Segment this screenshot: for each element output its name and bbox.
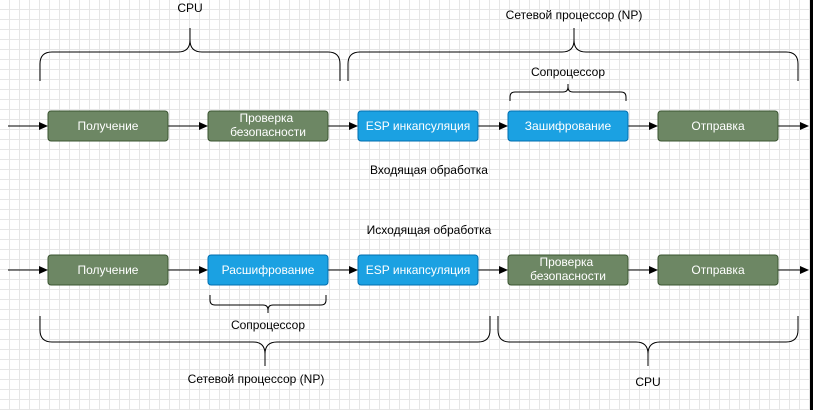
svg-text:Проверка безопасности: Проверка безопасности: [230, 111, 306, 139]
step-label: Получение: [78, 263, 139, 277]
step-box: [507, 254, 629, 286]
np-label-top: Сетевой процессор (NP): [506, 8, 643, 22]
step-label: ESP инкапсуляция: [366, 263, 470, 277]
step-label-line-1: Проверка: [239, 111, 293, 125]
step-bottom-esp-encapsulation: ESP инкапсуляция: [357, 254, 479, 286]
coprocessor-brace-top: [509, 84, 627, 101]
step-label: Расшифрование: [222, 263, 315, 277]
step-box: [47, 254, 169, 286]
outgoing-row: Исходящая обработка Получение Расшифрова…: [8, 223, 809, 389]
canvas-edge: [810, 0, 813, 410]
cpu-brace-top: [39, 28, 341, 81]
step-bottom-security-check: Проверка безопасности: [507, 254, 629, 286]
step-box: [207, 254, 329, 286]
step-label-line-1: Проверка: [539, 255, 593, 269]
coprocessor-brace-bottom: [209, 295, 327, 313]
step-label: Отправка: [691, 119, 745, 133]
np-brace-bottom: [39, 316, 491, 366]
np-label-bottom: Сетевой процессор (NP): [188, 372, 325, 386]
step-label: Получение: [78, 119, 139, 133]
step-box: [47, 110, 169, 142]
step-top-security-check: Проверка безопасности: [207, 110, 329, 142]
step-top-esp-encapsulation: ESP инкапсуляция: [357, 110, 479, 142]
step-top-send: Отправка: [657, 110, 779, 142]
step-box: [357, 254, 479, 286]
step-label: Отправка: [691, 263, 745, 277]
svg-text:Проверка безопасности: Проверка безопасности: [530, 255, 606, 283]
step-bottom-send: Отправка: [657, 254, 779, 286]
step-box: [207, 110, 329, 142]
step-bottom-receive: Получение: [47, 254, 169, 286]
step-box: [507, 110, 629, 142]
incoming-caption: Входящая обработка: [370, 163, 488, 177]
step-label-line-2: безопасности: [230, 125, 306, 139]
coprocessor-label-bottom: Сопроцессор: [231, 318, 305, 332]
cpu-brace-bottom: [497, 316, 799, 366]
step-box: [357, 110, 479, 142]
step-label-line-2: безопасности: [530, 269, 606, 283]
incoming-row: CPU Сетевой процессор (NP) Сопроцессор П…: [8, 1, 809, 177]
step-top-encryption: Зашифрование: [507, 110, 629, 142]
cpu-label-bottom: CPU: [635, 375, 660, 389]
step-top-receive: Получение: [47, 110, 169, 142]
step-box: [657, 110, 779, 142]
step-label: ESP инкапсуляция: [366, 119, 470, 133]
np-brace-top: [347, 28, 799, 81]
cpu-label-top: CPU: [177, 1, 202, 15]
coprocessor-label-top: Сопроцессор: [531, 65, 605, 79]
step-box: [657, 254, 779, 286]
step-bottom-decryption: Расшифрование: [207, 254, 329, 286]
step-label: Зашифрование: [525, 119, 612, 133]
outgoing-caption: Исходящая обработка: [367, 223, 492, 237]
